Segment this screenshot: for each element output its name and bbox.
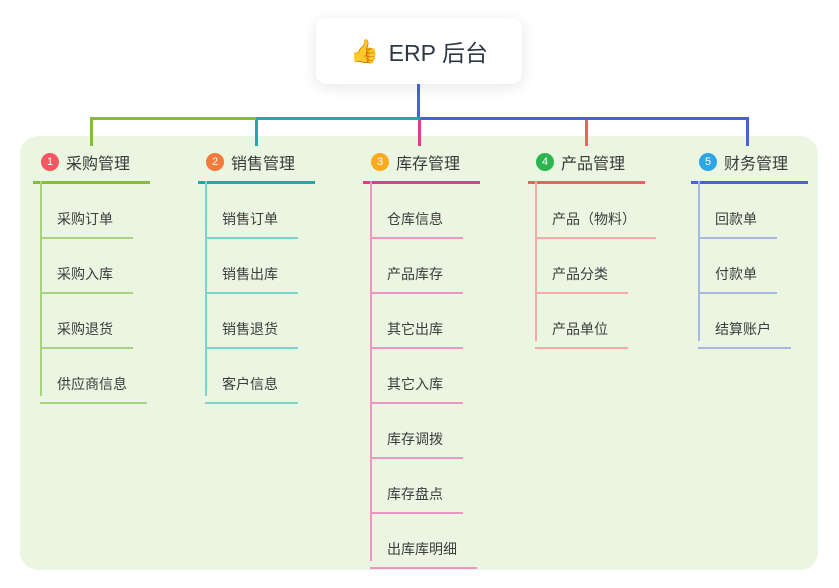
child-node[interactable]: 回款单 xyxy=(698,209,777,239)
branch-finance: 5 财务管理 回款单 付款单 结算账户 xyxy=(691,146,839,349)
branch-product: 4 产品管理 产品（物料） 产品分类 产品单位 xyxy=(528,146,688,349)
list-item: 采购退货 xyxy=(33,294,193,349)
root-connector-line xyxy=(417,84,420,119)
branch-child-line xyxy=(698,181,700,341)
child-node[interactable]: 库存盘点 xyxy=(370,484,463,514)
branch-product-node[interactable]: 4 产品管理 xyxy=(528,146,645,184)
child-node[interactable]: 其它出库 xyxy=(370,319,463,349)
list-item: 销售出库 xyxy=(198,239,358,294)
branch-inventory-node[interactable]: 3 库存管理 xyxy=(363,146,480,184)
thumbs-up-icon: 👍 xyxy=(350,37,379,64)
list-item: 销售订单 xyxy=(198,184,358,239)
child-node[interactable]: 产品库存 xyxy=(370,264,463,294)
branch4-drop-line xyxy=(585,120,588,146)
branch-purchase: 1 采购管理 采购订单 采购入库 采购退货 供应商信息 xyxy=(33,146,193,404)
child-node[interactable]: 库存调拨 xyxy=(370,429,463,459)
branch2-drop-line xyxy=(255,120,258,146)
branch-number-badge: 1 xyxy=(41,153,59,171)
list-item: 库存盘点 xyxy=(363,459,523,514)
child-node[interactable]: 产品单位 xyxy=(535,319,628,349)
branch3-drop-line xyxy=(418,120,421,146)
branch5-drop-line xyxy=(746,117,749,146)
child-node[interactable]: 结算账户 xyxy=(698,319,791,349)
branch-number-badge: 5 xyxy=(699,153,717,171)
branch-number-badge: 2 xyxy=(206,153,224,171)
list-item: 仓库信息 xyxy=(363,184,523,239)
branch-inventory: 3 库存管理 仓库信息 产品库存 其它出库 其它入库 库存调拨 库存盘点 出库库… xyxy=(363,146,523,569)
branch-child-line xyxy=(370,181,372,561)
list-item: 产品分类 xyxy=(528,239,688,294)
branch-child-line xyxy=(40,181,42,396)
list-item: 付款单 xyxy=(691,239,839,294)
child-node[interactable]: 其它入库 xyxy=(370,374,463,404)
list-item: 其它入库 xyxy=(363,349,523,404)
list-item: 回款单 xyxy=(691,184,839,239)
list-item: 产品（物料） xyxy=(528,184,688,239)
branch-child-line xyxy=(535,181,537,341)
child-node[interactable]: 付款单 xyxy=(698,264,777,294)
branch-label: 库存管理 xyxy=(396,156,461,173)
child-node[interactable]: 采购订单 xyxy=(40,209,133,239)
list-item: 出库库明细 xyxy=(363,514,523,569)
list-item: 销售退货 xyxy=(198,294,358,349)
child-node[interactable]: 仓库信息 xyxy=(370,209,463,239)
list-item: 客户信息 xyxy=(198,349,358,404)
list-item: 产品库存 xyxy=(363,239,523,294)
branch-sales: 2 销售管理 销售订单 销售出库 销售退货 客户信息 xyxy=(198,146,358,404)
child-node[interactable]: 销售出库 xyxy=(205,264,298,294)
root-node[interactable]: 👍 ERP 后台 xyxy=(316,18,522,84)
branch1-drop-line xyxy=(90,117,93,146)
child-node[interactable]: 供应商信息 xyxy=(40,374,147,404)
child-node[interactable]: 销售退货 xyxy=(205,319,298,349)
child-node[interactable]: 销售订单 xyxy=(205,209,298,239)
list-item: 结算账户 xyxy=(691,294,839,349)
child-node[interactable]: 客户信息 xyxy=(205,374,298,404)
child-node[interactable]: 产品（物料） xyxy=(535,209,656,239)
branch-number-badge: 4 xyxy=(536,153,554,171)
connector-teal-segment xyxy=(256,117,420,120)
branch-finance-node[interactable]: 5 财务管理 xyxy=(691,146,808,184)
branch-purchase-node[interactable]: 1 采购管理 xyxy=(33,146,150,184)
branch-label: 财务管理 xyxy=(724,156,789,173)
connector-blue-segment xyxy=(420,117,749,120)
connector-green-segment xyxy=(90,117,256,120)
list-item: 产品单位 xyxy=(528,294,688,349)
list-item: 其它出库 xyxy=(363,294,523,349)
branch-number-badge: 3 xyxy=(371,153,389,171)
child-node[interactable]: 采购入库 xyxy=(40,264,133,294)
branch-child-line xyxy=(205,181,207,396)
branch-label: 销售管理 xyxy=(231,156,296,173)
child-node[interactable]: 采购退货 xyxy=(40,319,133,349)
list-item: 供应商信息 xyxy=(33,349,193,404)
list-item: 采购订单 xyxy=(33,184,193,239)
root-label: ERP 后台 xyxy=(388,40,488,66)
list-item: 库存调拨 xyxy=(363,404,523,459)
branch-label: 产品管理 xyxy=(561,156,626,173)
branch-label: 采购管理 xyxy=(66,156,131,173)
child-node[interactable]: 产品分类 xyxy=(535,264,628,294)
branch-sales-node[interactable]: 2 销售管理 xyxy=(198,146,315,184)
list-item: 采购入库 xyxy=(33,239,193,294)
child-node[interactable]: 出库库明细 xyxy=(370,539,477,569)
background-panel xyxy=(20,136,818,570)
